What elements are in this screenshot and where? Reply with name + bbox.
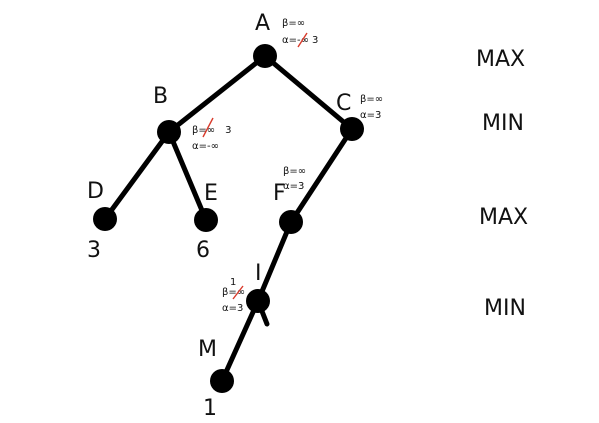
edge-B-E xyxy=(166,129,209,223)
node-A-alpha-new: 3 xyxy=(312,35,318,46)
node-I-beta-prefix: β= xyxy=(222,287,237,298)
node-M xyxy=(210,369,234,393)
leaf-value-E: 6 xyxy=(196,238,210,263)
node-A-alpha: α=-∞3 xyxy=(282,35,318,46)
node-I-beta-new: 1 xyxy=(230,277,236,288)
node-A-alpha-struck: ∞ xyxy=(301,35,309,46)
edge-C-F xyxy=(288,126,355,225)
node-C-beta: β=∞ xyxy=(360,94,383,105)
node-I-beta-strike xyxy=(232,285,244,300)
node-label-C: C xyxy=(336,91,351,116)
level-label-3: MIN xyxy=(484,296,526,321)
leaf-value-M: 1 xyxy=(203,396,217,421)
node-I-beta-struck: ∞ xyxy=(237,287,245,298)
node-F xyxy=(279,210,303,234)
node-B-beta: β=∞ 3 xyxy=(192,125,231,136)
edge-F-I xyxy=(255,219,294,304)
node-I-beta: β=∞ xyxy=(222,287,245,298)
node-A xyxy=(253,44,277,68)
node-label-I: I xyxy=(255,261,262,286)
level-label-2: MAX xyxy=(479,205,528,230)
node-label-F: F xyxy=(273,181,286,206)
node-C xyxy=(340,117,364,141)
node-label-B: B xyxy=(153,84,168,109)
node-label-A: A xyxy=(255,11,270,36)
node-I-alpha: α=3 xyxy=(222,303,243,314)
level-label-1: MIN xyxy=(482,111,524,136)
node-F-alpha: α=3 xyxy=(283,181,304,192)
node-B-beta-prefix: β= xyxy=(192,125,207,136)
node-E xyxy=(194,208,218,232)
node-C-alpha: α=3 xyxy=(360,110,381,121)
level-label-0: MAX xyxy=(476,47,525,72)
node-B-alpha: α=-∞ xyxy=(192,141,219,152)
edge-A-B xyxy=(166,53,268,135)
node-D xyxy=(93,207,117,231)
edge-A-C xyxy=(262,53,355,132)
node-B-beta-new: 3 xyxy=(225,125,231,136)
node-I xyxy=(246,289,270,313)
node-A-alpha-prefix: α=- xyxy=(282,35,301,46)
node-B xyxy=(157,120,181,144)
node-A-beta: β=∞ xyxy=(282,18,305,29)
node-label-M: M xyxy=(198,337,217,362)
edge-B-D xyxy=(102,129,172,222)
node-F-beta: β=∞ xyxy=(283,166,306,177)
node-label-E: E xyxy=(204,181,218,206)
node-label-D: D xyxy=(87,179,104,204)
node-B-beta-struck: ∞ xyxy=(207,125,215,136)
node-A-alpha-strike xyxy=(297,32,308,48)
node-B-beta-strike xyxy=(202,117,214,138)
leaf-value-D: 3 xyxy=(87,238,101,263)
edge-I-M xyxy=(219,298,261,384)
